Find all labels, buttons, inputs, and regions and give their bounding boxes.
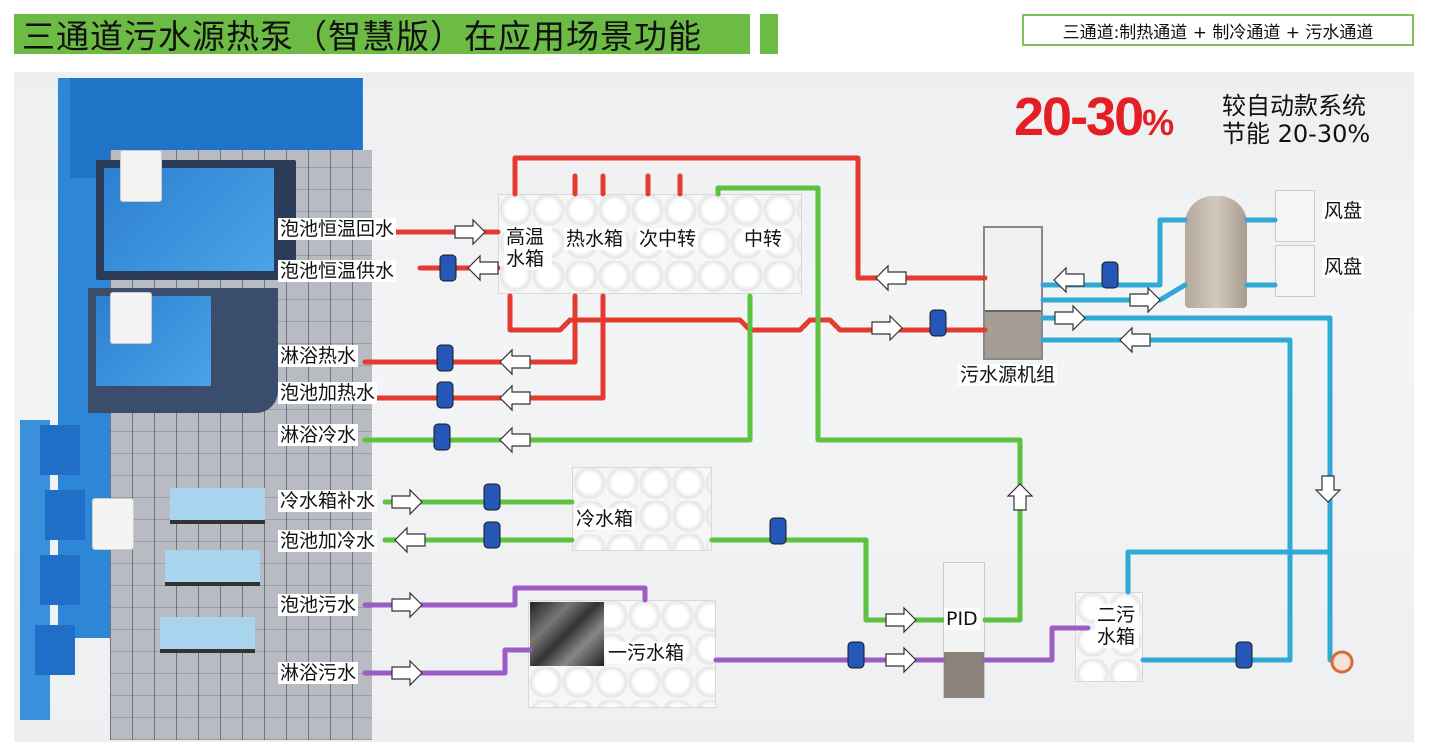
arrow-left-icon [394,526,426,554]
pump-icon [436,344,454,372]
fan-coil-unit [1275,245,1315,297]
pump-icon [1235,641,1253,669]
pump-icon [1101,261,1119,289]
bath-heater-unit [92,498,134,550]
label-sewage-tank-2: 二污 水箱 [1095,604,1139,648]
arrow-right-icon [454,218,486,246]
arrow-left-icon [467,254,499,282]
savings-line-2: 节能 20-30% [1222,120,1371,148]
label-pool-heat: 泡池加热水 [278,382,378,404]
pipe-sewage [362,647,533,676]
drain-icon [1330,650,1354,674]
pipe-sewage [362,585,648,608]
sewage-tank-1-dirty-panel [530,602,604,666]
label-shower-cold: 淋浴冷水 [278,424,359,446]
arrow-left-icon [499,348,531,376]
pipe-cooling [1125,549,1333,595]
shower-stall [40,425,80,475]
arrow-right-icon [1129,286,1161,314]
pump-icon [929,309,947,337]
pipe-cold [715,185,1023,623]
title-banner: 三通道污水源热泵（智慧版）在应用场景功能 [14,14,750,56]
lounge-bed [165,550,260,586]
arrow-left-icon [499,384,531,412]
channels-legend: 三通道:制热通道 + 制冷通道 + 污水通道 [1022,14,1414,46]
label-cold-water-tank: 冷水箱 [574,508,636,530]
arrow-left-icon [875,264,907,292]
savings-description: 较自动款系统 节能 20-30% [1222,92,1370,148]
pool-heater-unit [120,150,162,202]
label-heat-pump-unit: 污水源机组 [958,364,1058,386]
arrow-right-icon [885,606,917,634]
savings-figure: 20-30% [1014,86,1174,148]
page-title: 三通道污水源热泵（智慧版）在应用场景功能 [22,17,702,56]
pump-icon [439,254,457,282]
heat-pump-control-panel [985,310,1041,358]
pump-icon [483,483,501,511]
label-pool-supply: 泡池恒温供水 [278,260,397,282]
arrow-left-icon [1053,266,1085,294]
pump-icon [847,641,865,669]
lounge-bed [160,617,255,653]
label-pool-sewage: 泡池污水 [278,594,359,616]
savings-unit: % [1142,102,1174,143]
label-shower-hot: 淋浴热水 [278,345,359,367]
pipe-cooling [1040,217,1278,288]
arrow-right-icon [871,314,903,342]
pump-icon [433,423,451,451]
pump-icon [769,517,787,545]
shower-stall [40,555,80,605]
shower-stall [35,625,75,675]
lounge-bed [170,488,265,524]
fan-coil-unit [1275,190,1315,242]
pipe-cooling [1040,315,1333,663]
label-pid: PID [944,608,980,630]
pipe-cooling [1040,337,1293,663]
pipe-hot [362,293,606,401]
arrow-right-icon [391,659,423,687]
buffer-tank [1185,196,1247,308]
label-hot-water-tank: 热水箱 [564,228,626,250]
label-pool-cool: 泡池加冷水 [278,530,378,552]
label-secondary-transfer: 次中转 [637,228,699,250]
pool-heater-unit [110,292,152,344]
label-sewage-tank-1: 一污水箱 [606,642,687,664]
arrow-right-icon [391,591,423,619]
arrow-right-icon [1054,304,1086,332]
arrow-right-icon [391,488,423,516]
arrow-left-icon [1119,326,1151,354]
savings-line-1: 较自动款系统 [1222,92,1366,120]
label-pool-return: 泡池恒温回水 [278,218,397,240]
title-accent-bar [760,14,778,54]
pid-control-panel [944,652,984,698]
arrow-right-icon [885,646,917,674]
pump-icon [436,381,454,409]
arrow-left-icon [499,426,531,454]
label-transfer: 中转 [742,228,785,250]
arrow-down-icon [1314,475,1342,503]
pipe-cold [362,293,753,443]
pump-icon [483,521,501,549]
label-high-temp-tank: 高温 水箱 [504,226,552,270]
label-cold-tank-refill: 冷水箱补水 [278,490,378,512]
savings-number: 20-30 [1014,87,1144,147]
label-shower-sewage: 淋浴污水 [278,662,359,684]
label-fan-coil-1: 风盘 [1322,200,1365,222]
arrow-up-icon [1006,483,1034,511]
pipe-hot [572,173,683,197]
pipe-cold [709,537,946,623]
shower-stall [45,490,85,540]
label-fan-coil-2: 风盘 [1322,256,1365,278]
